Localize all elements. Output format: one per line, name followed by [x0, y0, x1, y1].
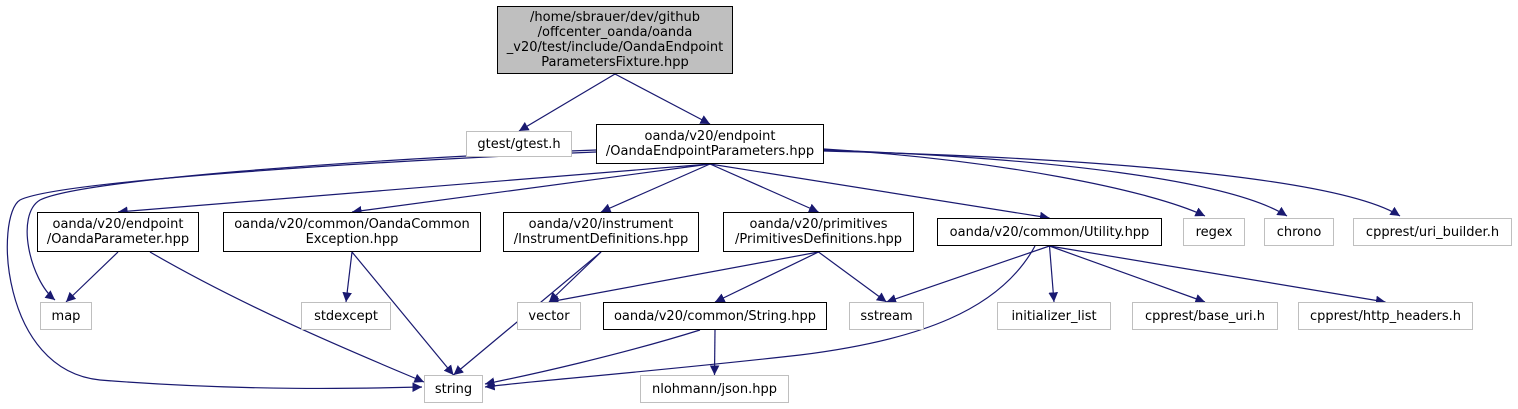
- edge-oep-to-map: [26, 149, 597, 301]
- edge-strh-to-string: [484, 329, 701, 387]
- node-label: /home/sbrauer/dev/github /offcenter_oand…: [506, 10, 724, 70]
- node-map[interactable]: map: [40, 302, 92, 330]
- edge-oep-to-inst: [600, 163, 711, 213]
- node-label: cpprest/base_uri.h: [1144, 308, 1265, 324]
- node-label: cpprest/http_headers.h: [1309, 308, 1462, 324]
- node-label: oanda/v20/instrument /InstrumentDefiniti…: [513, 217, 689, 247]
- node-sstream[interactable]: sstream: [849, 302, 924, 330]
- node-vector[interactable]: vector: [517, 302, 581, 330]
- edge-util-to-initl: [1048, 245, 1059, 303]
- node-label: oanda/v20/primitives /PrimitivesDefiniti…: [735, 217, 902, 247]
- edge-root-to-gtest: [518, 73, 616, 132]
- node-stdexcept[interactable]: stdexcept: [301, 302, 391, 330]
- node-label: oanda/v20/endpoint /OandaParameter.hpp: [46, 217, 190, 247]
- edge-oce-to-stdexcept: [342, 251, 353, 303]
- edge-oep-to-chrono: [823, 149, 1288, 217]
- edge-root-to-oep: [614, 73, 711, 125]
- edge-oep-to-op: [117, 163, 711, 217]
- node-op[interactable]: oanda/v20/endpoint /OandaParameter.hpp: [37, 212, 199, 252]
- edge-oce-to-string: [351, 251, 454, 376]
- node-util[interactable]: oanda/v20/common/Utility.hpp: [937, 218, 1162, 246]
- edge-util-to-baseuri: [1049, 245, 1206, 304]
- edge-oep-to-util: [709, 163, 1050, 222]
- edge-op-to-map: [65, 251, 119, 303]
- node-chrono[interactable]: chrono: [1264, 218, 1334, 246]
- edge-prim-to-strh: [714, 251, 819, 303]
- edge-util-to-httph: [1049, 245, 1386, 306]
- node-label: oanda/v20/common/OandaCommon Exception.h…: [234, 217, 470, 247]
- node-urib[interactable]: cpprest/uri_builder.h: [1353, 218, 1512, 246]
- node-label: map: [51, 308, 81, 324]
- node-gtest[interactable]: gtest/gtest.h: [466, 131, 572, 157]
- node-json[interactable]: nlohmann/json.hpp: [640, 375, 789, 403]
- node-label: vector: [528, 308, 570, 324]
- node-label: stdexcept: [314, 308, 378, 324]
- edge-util-to-string: [484, 245, 1036, 391]
- node-httph[interactable]: cpprest/http_headers.h: [1298, 302, 1473, 330]
- node-label: oanda/v20/common/String.hpp: [613, 308, 817, 324]
- node-prim[interactable]: oanda/v20/primitives /PrimitivesDefiniti…: [723, 212, 914, 252]
- node-oce[interactable]: oanda/v20/common/OandaCommon Exception.h…: [223, 212, 481, 252]
- node-label: sstream: [860, 308, 913, 324]
- node-label: chrono: [1276, 224, 1322, 240]
- edge-oep-to-urib: [823, 150, 1401, 217]
- node-baseuri[interactable]: cpprest/base_uri.h: [1132, 302, 1278, 330]
- node-oep[interactable]: oanda/v20/endpoint /OandaEndpointParamet…: [596, 124, 824, 164]
- node-label: string: [434, 381, 473, 397]
- node-root[interactable]: /home/sbrauer/dev/github /offcenter_oand…: [497, 6, 733, 74]
- node-label: nlohmann/json.hpp: [652, 381, 777, 397]
- node-initl[interactable]: initializer_list: [997, 302, 1111, 330]
- edge-op-to-string: [149, 251, 425, 383]
- node-label: oanda/v20/common/Utility.hpp: [949, 224, 1150, 240]
- edge-strh-to-json: [709, 329, 720, 376]
- edge-util-to-sstream: [886, 245, 1050, 304]
- node-inst[interactable]: oanda/v20/instrument /InstrumentDefiniti…: [503, 212, 699, 252]
- edge-oep-to-prim: [709, 163, 819, 213]
- node-strh[interactable]: oanda/v20/common/String.hpp: [603, 302, 827, 330]
- node-regex[interactable]: regex: [1183, 218, 1245, 246]
- edge-prim-to-sstream: [818, 251, 887, 303]
- edge-oep-to-regex: [823, 148, 1206, 217]
- node-label: oanda/v20/endpoint /OandaEndpointParamet…: [605, 129, 815, 159]
- edge-prim-to-vector: [548, 251, 819, 305]
- node-label: initializer_list: [1011, 308, 1097, 324]
- node-label: gtest/gtest.h: [477, 136, 561, 152]
- node-label: regex: [1195, 224, 1233, 240]
- edge-inst-to-vector: [548, 251, 602, 303]
- edge-oep-to-string: [6, 151, 597, 393]
- node-string[interactable]: string: [424, 375, 483, 403]
- edge-oep-to-oce: [351, 163, 711, 216]
- node-label: cpprest/uri_builder.h: [1365, 224, 1500, 240]
